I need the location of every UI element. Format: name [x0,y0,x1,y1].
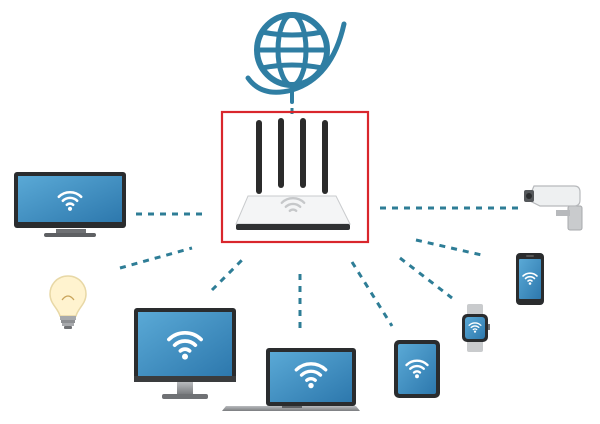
wifi-router-icon [235,118,351,230]
link-router-tablet [350,261,394,327]
laptop-icon [222,348,360,411]
desktop-monitor-icon [134,308,236,399]
globe-icon [245,12,347,104]
security-camera-icon [524,185,583,231]
link-router-desktop [210,256,246,292]
light-bulb-icon [49,275,87,329]
tv-monitor-icon [14,172,126,237]
link-router-smart-bulb [119,246,193,270]
router-highlight-box [220,110,370,244]
smartphone-icon [516,253,544,305]
link-router-smartphone [415,238,487,258]
tablet-icon [394,340,440,398]
link-router-smartwatch [399,256,453,300]
smartwatch-icon [462,304,490,352]
